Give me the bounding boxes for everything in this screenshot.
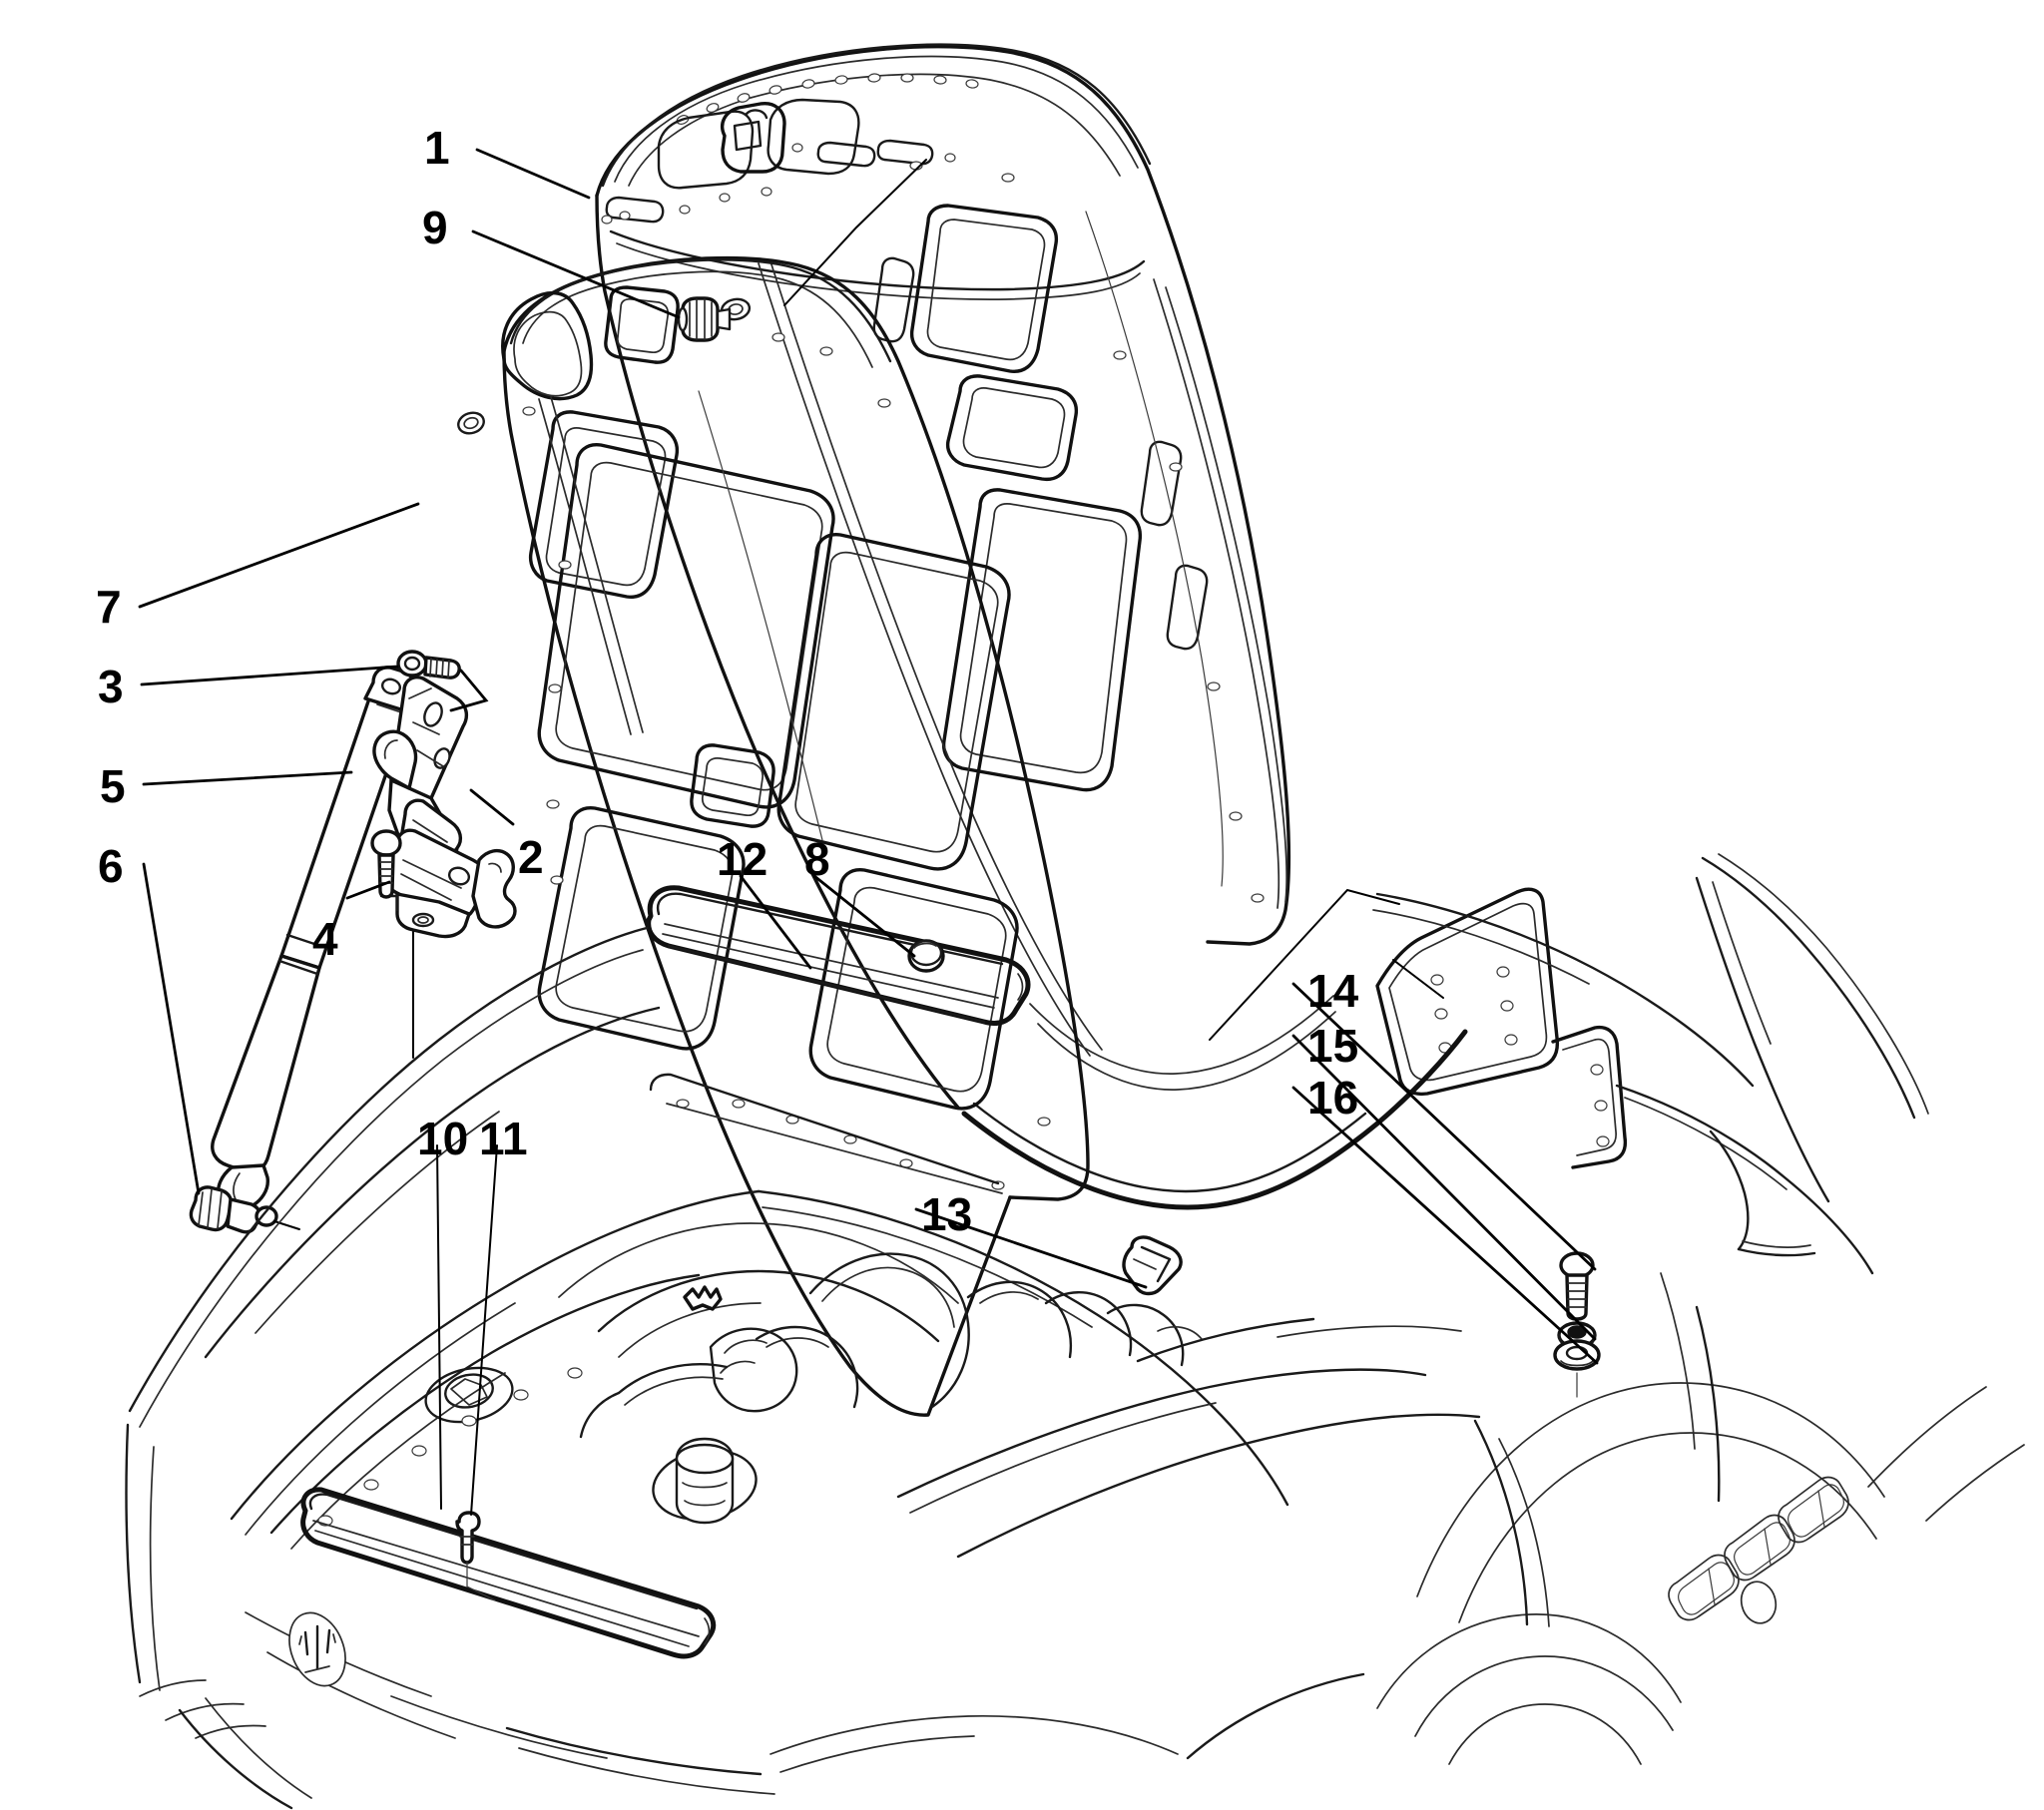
callout-number-13[interactable]: 13 bbox=[921, 1188, 973, 1240]
leader-lines bbox=[138, 148, 1599, 1516]
hood-hinge-assembly bbox=[372, 676, 517, 939]
callout-number-1[interactable]: 1 bbox=[424, 122, 450, 174]
inner-hood-panel bbox=[457, 255, 1090, 1417]
hood-front-seal bbox=[646, 885, 1031, 1026]
strut-tower bbox=[652, 1437, 758, 1525]
callout-number-16[interactable]: 16 bbox=[1307, 1072, 1359, 1124]
leader-4 bbox=[345, 880, 391, 900]
hinge-fixing-bolt-3 bbox=[396, 650, 461, 679]
callout-number-9[interactable]: 9 bbox=[422, 202, 448, 253]
cowl-seal-strip bbox=[300, 1487, 717, 1659]
side-vent-louvres bbox=[1668, 1476, 1849, 1621]
callout-number-5[interactable]: 5 bbox=[100, 760, 126, 812]
leader-1 bbox=[475, 148, 591, 200]
callout-number-15[interactable]: 15 bbox=[1307, 1020, 1359, 1072]
callout-number-8[interactable]: 8 bbox=[804, 833, 830, 885]
leader-12 bbox=[739, 874, 812, 970]
hood-latch-clip bbox=[720, 102, 786, 174]
leader-outer-hood-plate bbox=[1392, 959, 1444, 999]
seal-retaining-pin bbox=[455, 1511, 496, 1601]
leader-3 bbox=[140, 665, 399, 686]
callout-number-6[interactable]: 6 bbox=[98, 840, 124, 892]
leader-11 bbox=[470, 1144, 498, 1516]
leader-5 bbox=[142, 770, 353, 786]
leader-16 bbox=[1291, 1086, 1599, 1365]
leader-7 bbox=[138, 502, 420, 609]
callout-number-4[interactable]: 4 bbox=[312, 913, 338, 965]
bump-stop-buffer bbox=[677, 296, 732, 342]
callout-number-10[interactable]: 10 bbox=[417, 1113, 469, 1164]
callout-number-12[interactable]: 12 bbox=[717, 833, 768, 885]
vehicle-body bbox=[125, 853, 2025, 1810]
hinge-base-bolt-4 bbox=[370, 829, 402, 899]
leader-2 bbox=[469, 788, 515, 826]
striker-fastener-stack bbox=[1553, 1251, 1601, 1398]
leader-9b bbox=[783, 159, 927, 306]
leader-outer-hood-flange bbox=[1209, 888, 1400, 1041]
retaining-clip bbox=[1122, 1235, 1183, 1296]
leader-9 bbox=[471, 229, 681, 319]
leader-6 bbox=[142, 862, 201, 1195]
striker-washer bbox=[1553, 1339, 1601, 1371]
leader-3b bbox=[449, 669, 489, 712]
trident-emblem bbox=[288, 1611, 346, 1687]
hood-hem-holes bbox=[676, 73, 979, 125]
callout-number-7[interactable]: 7 bbox=[96, 581, 122, 633]
callout-number-14[interactable]: 14 bbox=[1307, 965, 1359, 1017]
leader-13 bbox=[914, 1207, 1148, 1289]
callout-number-2[interactable]: 2 bbox=[518, 831, 544, 883]
leader-8 bbox=[812, 874, 916, 958]
leader-10 bbox=[436, 1144, 442, 1510]
callout-number-11[interactable]: 11 bbox=[479, 1113, 528, 1164]
callout-number-3[interactable]: 3 bbox=[98, 661, 124, 712]
leader-15 bbox=[1291, 1034, 1597, 1341]
outer-hood-panel bbox=[595, 43, 1628, 1210]
leader-14 bbox=[1291, 982, 1597, 1271]
